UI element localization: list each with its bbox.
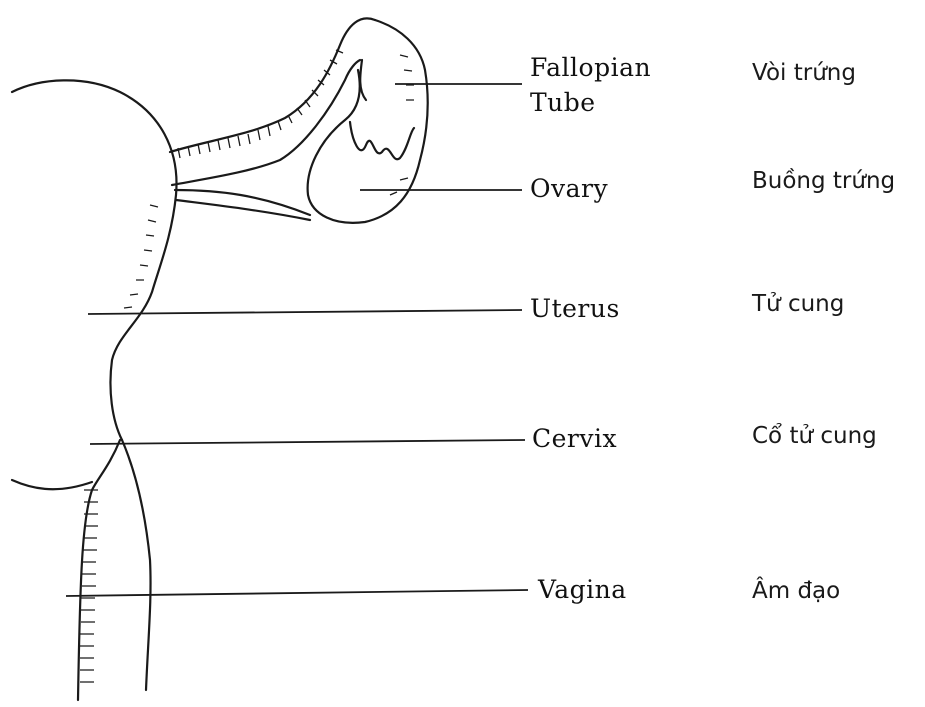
translation-ovary: Buồng trứng <box>752 170 895 193</box>
fallopian-tube-upper <box>170 18 375 152</box>
label-cervix: Cervix <box>532 426 617 451</box>
fimbriae <box>350 122 414 159</box>
hatching-ovary <box>390 55 414 195</box>
outer-contour-lower <box>12 480 92 489</box>
leader-uterus <box>88 310 522 314</box>
translation-uterus: Tử cung <box>752 293 844 316</box>
hatching-tube <box>178 50 343 158</box>
ovarian-ligament-lower <box>176 200 310 220</box>
leader-vagina <box>66 590 528 596</box>
fallopian-tube-lower <box>172 60 360 185</box>
vaginal-canal-right <box>122 440 151 690</box>
hatching-vagina <box>80 490 98 682</box>
label-fallopian-line1: Fallopian <box>530 55 651 80</box>
uterus-outline <box>12 80 177 440</box>
label-uterus: Uterus <box>530 296 620 321</box>
leader-cervix <box>90 440 525 444</box>
ovary-outline <box>308 20 428 223</box>
fimbriae-inner <box>360 60 366 100</box>
translation-cervix: Cổ tử cung <box>752 425 877 448</box>
translation-vagina: Âm đạo <box>752 580 840 603</box>
label-fallopian-line2: Tube <box>530 90 596 115</box>
label-vagina: Vagina <box>538 577 627 602</box>
label-ovary: Ovary <box>530 176 608 201</box>
vaginal-canal-left <box>78 440 120 700</box>
translation-fallopian: Vòi trứng <box>752 62 856 85</box>
